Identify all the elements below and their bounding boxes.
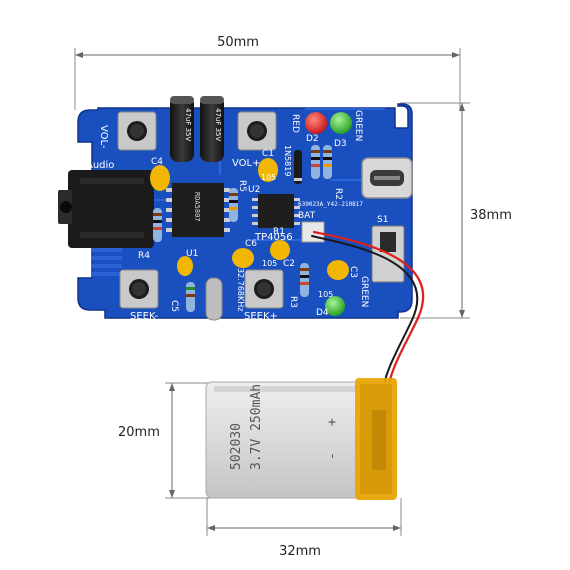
dim-height-right-label: 38mm bbox=[470, 208, 512, 223]
silk-r5: R5 bbox=[237, 180, 247, 192]
button-seek-plus bbox=[244, 269, 284, 309]
silk-r3: R3 bbox=[288, 296, 298, 308]
silk-r1: R1 bbox=[273, 227, 285, 237]
dimension-right: 38mm bbox=[400, 102, 512, 319]
silk-d2: D2 bbox=[306, 134, 319, 144]
silk-board-code: 639023A_Y42-210817 bbox=[298, 201, 363, 208]
silk-d4: D4 bbox=[316, 308, 329, 318]
silk-tp4056: TP4056 bbox=[254, 232, 293, 243]
silk-vol-plus: VOL+ bbox=[232, 158, 261, 169]
silk-c6: C6 bbox=[245, 239, 257, 249]
silk-diode: 1N5819 bbox=[283, 145, 292, 176]
silk-c3: C3 bbox=[348, 266, 358, 278]
silk-c1: C1 bbox=[262, 149, 274, 159]
silkscreen: VOL- VOL+ Audio SEEK- SEEK+ RED GREEN GR… bbox=[86, 110, 388, 322]
ic-chip-u1: RDA5807 bbox=[166, 183, 230, 237]
battery-model: 502030 bbox=[229, 423, 244, 470]
silk-u1: U1 bbox=[186, 249, 198, 259]
silk-u2: U2 bbox=[248, 185, 260, 195]
battery-plus: + bbox=[325, 418, 340, 426]
resistors bbox=[153, 145, 332, 312]
svg-text:RDA5807: RDA5807 bbox=[193, 192, 201, 222]
dimension-top: 50mm bbox=[74, 35, 461, 110]
dim-width-top-label: 50mm bbox=[217, 35, 259, 50]
silk-r2: R2 bbox=[333, 188, 343, 200]
silk-s1: S1 bbox=[377, 215, 388, 225]
silk-r4: R4 bbox=[138, 251, 150, 261]
electrolytic-capacitor: 47uF 35V bbox=[200, 96, 224, 162]
led-green bbox=[330, 112, 352, 134]
silk-c5: C5 bbox=[169, 300, 179, 312]
dimension-bottom: 32mm bbox=[206, 498, 402, 559]
silk-audio: Audio bbox=[86, 160, 114, 171]
silk-green-top: GREEN bbox=[353, 110, 363, 141]
button-vol-minus bbox=[117, 111, 157, 151]
silk-crystal: 32.768KHz bbox=[236, 268, 245, 311]
silk-seek-minus: SEEK- bbox=[130, 311, 158, 322]
electrolytic-capacitor: 47uF 35V bbox=[170, 96, 194, 162]
crystal-oscillator bbox=[205, 277, 223, 321]
dim-height-left-label: 20mm bbox=[118, 425, 160, 440]
button-vol-plus bbox=[237, 111, 277, 151]
svg-text:47uF 35V: 47uF 35V bbox=[214, 108, 222, 142]
dim-width-bottom-label: 32mm bbox=[279, 544, 321, 559]
led-red bbox=[305, 112, 327, 134]
battery-spec: 3.7V 250mAh bbox=[249, 384, 264, 470]
usb-port bbox=[361, 157, 413, 199]
silk-d3: D3 bbox=[334, 139, 347, 149]
ceramic-capacitors bbox=[150, 158, 349, 280]
diode bbox=[294, 150, 302, 184]
silk-cap-code-2: 105 bbox=[262, 259, 277, 268]
lipo-battery: 502030 3.7V 250mAh + - bbox=[205, 378, 397, 500]
silk-seek-plus: SEEK+ bbox=[244, 311, 278, 322]
silk-vol-minus: VOL- bbox=[98, 125, 109, 149]
battery-minus: - bbox=[325, 452, 340, 460]
battery-wires bbox=[311, 230, 425, 397]
svg-text:47uF 35V: 47uF 35V bbox=[184, 108, 192, 142]
led-green-bottom bbox=[325, 296, 345, 316]
silk-c2: C2 bbox=[283, 259, 295, 269]
silk-red: RED bbox=[290, 114, 300, 133]
button-seek-minus bbox=[119, 269, 159, 309]
ic-chip-tp4056 bbox=[252, 194, 300, 228]
audio-jack bbox=[58, 170, 154, 248]
silk-c4: C4 bbox=[151, 157, 163, 167]
silk-cap-code-1: 105 bbox=[261, 173, 276, 182]
silk-green-bottom: GREEN bbox=[359, 276, 369, 307]
dimension-left: 20mm bbox=[118, 382, 215, 499]
silk-cap-code-3: 105 bbox=[318, 290, 333, 299]
silk-bat: BAT bbox=[298, 211, 316, 221]
